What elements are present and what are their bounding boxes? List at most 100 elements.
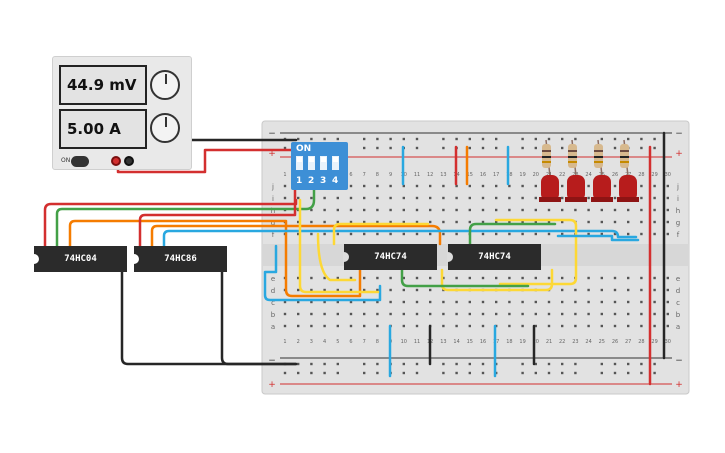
wire-yellow-right[interactable] bbox=[494, 218, 578, 286]
rail-hole[interactable] bbox=[574, 371, 577, 375]
terminal-hole[interactable] bbox=[442, 276, 445, 280]
terminal-hole[interactable] bbox=[640, 288, 643, 292]
terminal-hole[interactable] bbox=[521, 276, 524, 280]
terminal-hole[interactable] bbox=[389, 184, 392, 188]
terminal-hole[interactable] bbox=[468, 300, 471, 304]
terminal-hole[interactable] bbox=[508, 232, 511, 236]
terminal-hole[interactable] bbox=[363, 184, 366, 188]
terminal-hole[interactable] bbox=[310, 208, 313, 212]
terminal-hole[interactable] bbox=[336, 220, 339, 224]
rail-hole[interactable] bbox=[363, 137, 366, 141]
terminal-hole[interactable] bbox=[613, 220, 617, 224]
terminal-hole[interactable] bbox=[468, 196, 471, 200]
terminal-hole[interactable] bbox=[297, 312, 300, 316]
terminal-hole[interactable] bbox=[468, 220, 471, 224]
rail-hole[interactable] bbox=[297, 362, 300, 366]
terminal-hole[interactable] bbox=[653, 208, 656, 212]
wire-yellow-top[interactable] bbox=[332, 222, 430, 246]
terminal-hole[interactable] bbox=[587, 276, 590, 280]
terminal-hole[interactable] bbox=[389, 208, 392, 212]
chip-74hc04[interactable]: 74HC04 bbox=[33, 246, 127, 272]
terminal-hole[interactable] bbox=[297, 300, 300, 304]
terminal-hole[interactable] bbox=[561, 324, 564, 328]
wire-yellow-dip[interactable] bbox=[298, 198, 380, 294]
terminal-hole[interactable] bbox=[442, 208, 445, 212]
rail-hole[interactable] bbox=[376, 371, 379, 375]
terminal-hole[interactable] bbox=[389, 220, 392, 224]
terminal-hole[interactable] bbox=[613, 288, 617, 292]
terminal-hole[interactable] bbox=[587, 220, 590, 224]
terminal-hole[interactable] bbox=[521, 324, 524, 328]
terminal-hole[interactable] bbox=[547, 324, 551, 328]
terminal-hole[interactable] bbox=[640, 196, 643, 200]
terminal-hole[interactable] bbox=[640, 312, 643, 316]
terminal-hole[interactable] bbox=[495, 220, 498, 224]
led[interactable] bbox=[593, 175, 611, 201]
terminal-hole[interactable] bbox=[323, 312, 326, 316]
terminal-hole[interactable] bbox=[297, 232, 300, 236]
rail-hole[interactable] bbox=[521, 362, 524, 366]
terminal-hole[interactable] bbox=[666, 276, 669, 280]
terminal-hole[interactable] bbox=[534, 324, 537, 328]
rail-hole[interactable] bbox=[297, 371, 300, 375]
terminal-hole[interactable] bbox=[310, 312, 313, 316]
rail-hole[interactable] bbox=[442, 137, 445, 141]
terminal-hole[interactable] bbox=[574, 288, 577, 292]
terminal-hole[interactable] bbox=[402, 220, 405, 224]
terminal-hole[interactable] bbox=[297, 276, 300, 280]
rail-hole[interactable] bbox=[415, 137, 419, 141]
terminal-hole[interactable] bbox=[521, 184, 524, 188]
terminal-hole[interactable] bbox=[389, 276, 392, 280]
positive-terminal[interactable] bbox=[111, 156, 121, 166]
terminal-hole[interactable] bbox=[653, 276, 656, 280]
rail-hole[interactable] bbox=[640, 362, 643, 366]
rail-hole[interactable] bbox=[481, 362, 485, 366]
terminal-hole[interactable] bbox=[349, 184, 353, 188]
terminal-hole[interactable] bbox=[468, 276, 471, 280]
terminal-hole[interactable] bbox=[653, 288, 656, 292]
terminal-hole[interactable] bbox=[666, 220, 669, 224]
rail-hole[interactable] bbox=[521, 371, 524, 375]
terminal-hole[interactable] bbox=[297, 196, 300, 200]
terminal-hole[interactable] bbox=[349, 232, 353, 236]
power-supply[interactable]: 44.9 mV 5.00 A ON bbox=[52, 56, 192, 170]
terminal-hole[interactable] bbox=[653, 324, 656, 328]
wire-black-ground-a[interactable] bbox=[120, 270, 298, 366]
terminal-hole[interactable] bbox=[415, 288, 419, 292]
terminal-hole[interactable] bbox=[653, 196, 656, 200]
terminal-hole[interactable] bbox=[376, 220, 379, 224]
rail-hole[interactable] bbox=[653, 371, 656, 375]
rail-hole[interactable] bbox=[363, 362, 366, 366]
terminal-hole[interactable] bbox=[666, 184, 669, 188]
terminal-hole[interactable] bbox=[508, 220, 511, 224]
rail-hole[interactable] bbox=[363, 371, 366, 375]
terminal-hole[interactable] bbox=[349, 312, 353, 316]
terminal-hole[interactable] bbox=[613, 208, 617, 212]
rail-hole[interactable] bbox=[574, 362, 577, 366]
terminal-hole[interactable] bbox=[455, 220, 458, 224]
terminal-hole[interactable] bbox=[561, 196, 564, 200]
terminal-hole[interactable] bbox=[442, 324, 445, 328]
terminal-hole[interactable] bbox=[666, 324, 669, 328]
rail-hole[interactable] bbox=[468, 146, 471, 150]
terminal-hole[interactable] bbox=[455, 276, 458, 280]
terminal-hole[interactable] bbox=[336, 196, 339, 200]
terminal-hole[interactable] bbox=[402, 300, 405, 304]
rail-hole[interactable] bbox=[561, 146, 564, 150]
terminal-hole[interactable] bbox=[600, 232, 603, 236]
terminal-hole[interactable] bbox=[442, 184, 445, 188]
rail-hole[interactable] bbox=[336, 137, 339, 141]
terminal-hole[interactable] bbox=[600, 324, 603, 328]
terminal-hole[interactable] bbox=[547, 220, 551, 224]
terminal-hole[interactable] bbox=[389, 232, 392, 236]
rail-hole[interactable] bbox=[376, 362, 379, 366]
terminal-hole[interactable] bbox=[587, 312, 590, 316]
rail-hole[interactable] bbox=[600, 371, 603, 375]
terminal-hole[interactable] bbox=[574, 324, 577, 328]
rail-hole[interactable] bbox=[481, 146, 485, 150]
rail-hole[interactable] bbox=[481, 371, 485, 375]
rail-hole[interactable] bbox=[627, 137, 630, 141]
terminal-hole[interactable] bbox=[534, 220, 537, 224]
terminal-hole[interactable] bbox=[363, 276, 366, 280]
